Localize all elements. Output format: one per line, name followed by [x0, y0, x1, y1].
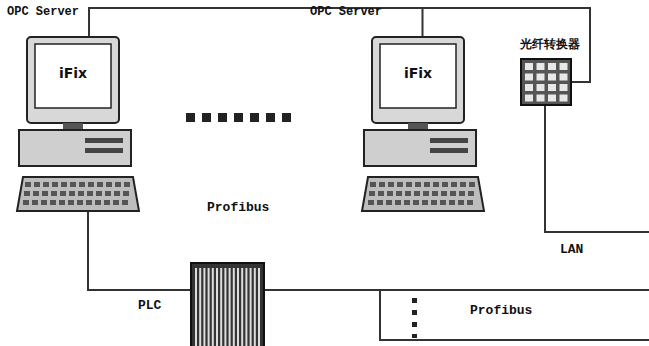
plc-rack: PLC [190, 262, 265, 346]
network-cable [88, 211, 190, 290]
pc-shape [360, 25, 485, 215]
plc-shape [190, 262, 265, 346]
dot-row [186, 113, 291, 122]
screen-text: iFix [35, 65, 111, 81]
server-label: OPC Server [7, 5, 79, 19]
fiber-converter: 光纤转换器 [520, 58, 572, 106]
computer: OPC ServeriFix [15, 25, 140, 215]
network-label: LAN [558, 242, 585, 257]
pc-shape [15, 25, 140, 215]
conv-shape [520, 58, 572, 106]
device-label: 光纤转换器 [520, 36, 580, 53]
server-label: OPC Server [310, 5, 382, 19]
vertical-dots [412, 298, 417, 338]
network-cable [89, 8, 590, 82]
plc-label: PLC [138, 298, 161, 313]
screen-text: iFix [380, 65, 456, 81]
network-label: Profibus [205, 200, 271, 215]
network-label: Profibus [468, 303, 534, 318]
computer: OPC ServeriFix [360, 25, 485, 215]
profibus-wire [265, 290, 649, 340]
lan-wire [545, 106, 649, 232]
